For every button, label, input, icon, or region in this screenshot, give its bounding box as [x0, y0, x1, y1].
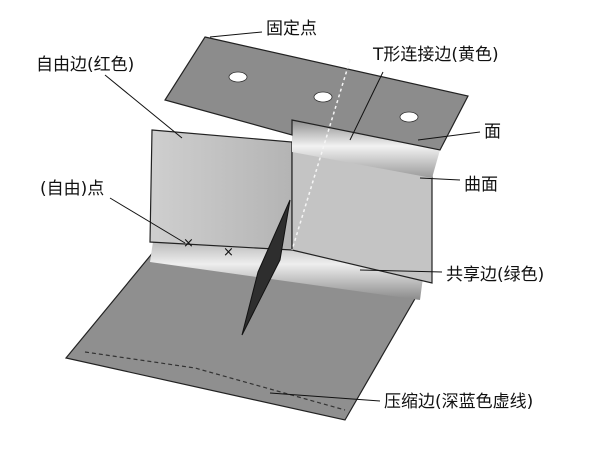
- label-curved-face: 曲面: [464, 175, 498, 195]
- label-fixed-point: 固定点: [266, 19, 317, 39]
- label-free-point: (自由)点: [40, 179, 104, 199]
- leader-fixed-point: [209, 31, 263, 38]
- hole: [228, 71, 248, 83]
- label-compressed-edge: 压缩边(深蓝色虚线): [384, 392, 533, 412]
- hole: [313, 91, 333, 103]
- free-point-mark: ×: [183, 236, 194, 251]
- leader-compressed-edge: [269, 392, 381, 402]
- leader-free-point: [109, 197, 186, 244]
- compressed-edge-line: [84, 351, 346, 411]
- leader-shared-edge: [359, 269, 443, 273]
- leader-curved-face: [419, 177, 461, 181]
- label-t-edge: T形连接边(黄色): [372, 45, 499, 65]
- hole: [399, 111, 419, 123]
- leader-t-edge: [349, 71, 384, 141]
- label-shared-edge: 共享边(绿色): [446, 265, 544, 285]
- left-wall-face: [149, 129, 293, 251]
- label-free-edge: 自由边(红色): [36, 55, 134, 75]
- leader-free-edge: [104, 74, 183, 139]
- label-face: 面: [484, 122, 501, 142]
- rib-gusset: [241, 199, 291, 336]
- upper-bend-surface: [292, 120, 440, 178]
- leader-face: [417, 131, 481, 141]
- free-point-mark: ×: [223, 245, 234, 260]
